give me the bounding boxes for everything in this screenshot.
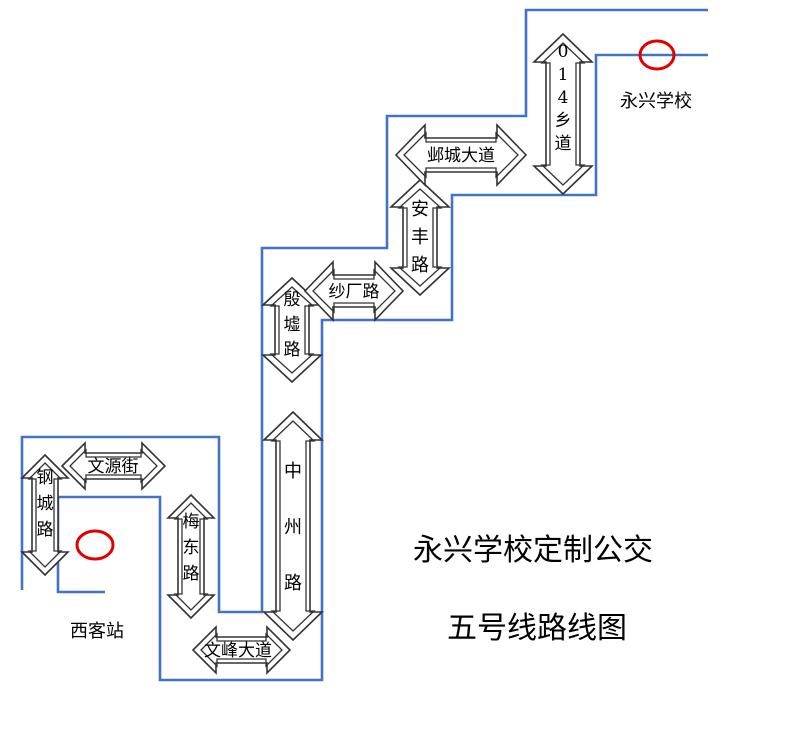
road-label: 钢城路: [37, 468, 54, 540]
end-stop-label: 永兴学校: [620, 91, 692, 112]
road-label: 纱厂路: [329, 282, 380, 302]
road-arrow-meidong: [166, 493, 216, 620]
start-stop-label: 西客站: [70, 621, 124, 642]
road-label: 中州路: [284, 461, 302, 594]
road-arrow-gangcheng: [20, 453, 70, 577]
route-inner-line: [56, 53, 708, 682]
road-label: 邺城大道: [427, 146, 495, 166]
road-label: 安丰路: [411, 199, 429, 276]
road-arrow-anfeng: [388, 178, 452, 297]
route-outline: [20, 8, 708, 682]
road-arrow-wenyuan: [60, 441, 167, 491]
road-arrow-wenfeng: [191, 625, 292, 675]
route-outer-line: [20, 8, 708, 614]
road-label: 殷墟路: [284, 290, 301, 360]
end-stop-marker: [638, 39, 676, 71]
diagram-title-line2: 五号线路线图: [447, 611, 627, 646]
road-label: 梅东路: [183, 512, 200, 584]
road-arrow-yecheng: [394, 123, 528, 187]
road-arrow-shachang: [303, 260, 405, 322]
road-label: 文源街: [88, 457, 139, 477]
road-arrow-zhongzhou: [262, 410, 324, 642]
road-label: 文峰大道: [204, 641, 272, 661]
start-stop-marker: [75, 529, 115, 561]
road-arrows: [20, 32, 594, 675]
road-arrow-yinxu: [260, 276, 324, 384]
diagram-title-line1: 永兴学校定制公交: [413, 533, 653, 568]
road-arrow-xiangdao014: [532, 32, 594, 196]
